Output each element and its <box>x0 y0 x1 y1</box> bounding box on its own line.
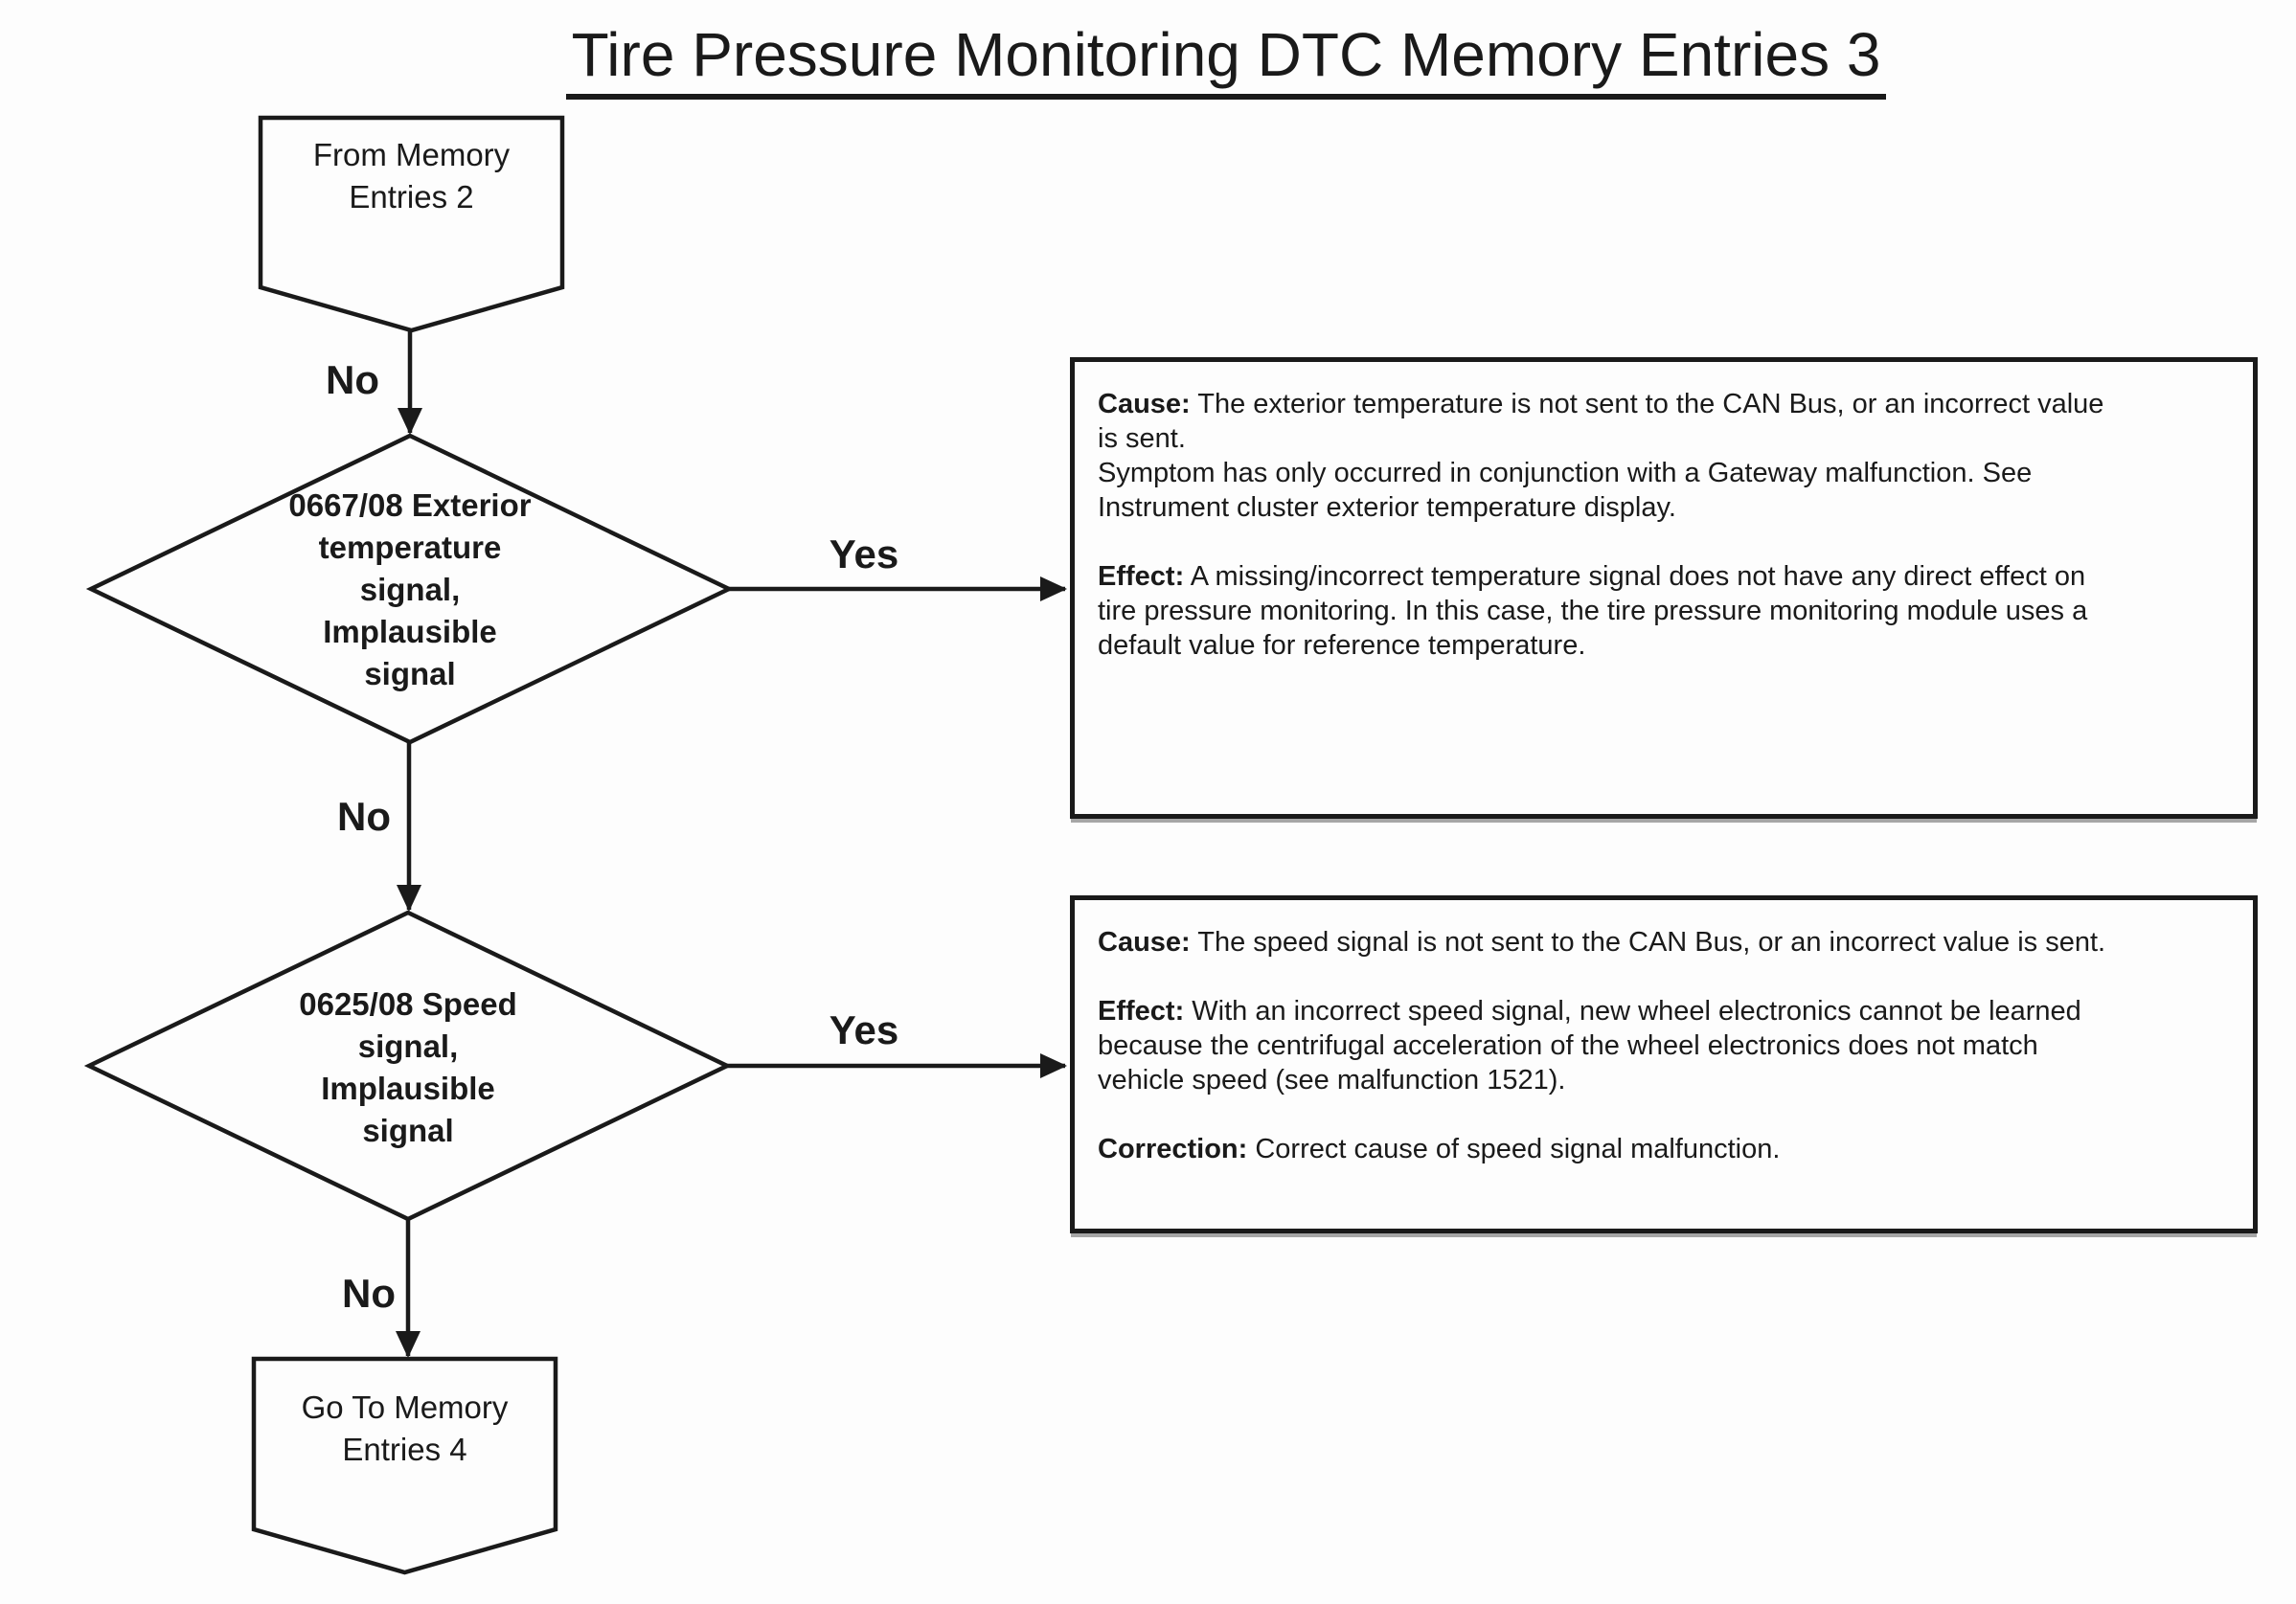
decision1-diamond-shape <box>85 433 735 745</box>
decision2-label: 0625/08 Speed signal, Implausible signal <box>299 986 517 1148</box>
diagram-title: Tire Pressure Monitoring DTC Memory Entr… <box>565 19 1887 100</box>
end-node-label: Go To Memory Entries 4 <box>301 1389 509 1467</box>
decision2-diamond-shape <box>83 910 733 1222</box>
effect-text: With an incorrect speed signal, new whee… <box>1098 996 2081 1096</box>
title-container: Tire Pressure Monitoring DTC Memory Entr… <box>402 19 2050 100</box>
cause-text: The exterior temperature is not sent to … <box>1098 389 2104 523</box>
cause-label: Cause: <box>1098 927 1191 958</box>
correction-label: Correction: <box>1098 1134 1248 1164</box>
start-node-shape <box>258 115 565 333</box>
cause-text: The speed signal is not sent to the CAN … <box>1190 927 2106 958</box>
edge-label-no-1: No <box>326 357 379 402</box>
effect-text: A missing/incorrect temperature signal d… <box>1098 561 2088 661</box>
infobox2-effect-paragraph: Effect: With an incorrect speed signal, … <box>1098 994 2230 1097</box>
correction-text: Correct cause of speed signal malfunctio… <box>1247 1134 1781 1164</box>
edge-label-yes-2: Yes <box>829 1007 899 1052</box>
infobox1-effect-paragraph: Effect: A missing/incorrect temperature … <box>1098 559 2230 663</box>
edge-label-no-2: No <box>337 794 391 839</box>
infobox2-cause-paragraph: Cause: The speed signal is not sent to t… <box>1098 925 2230 960</box>
effect-label: Effect: <box>1098 561 1185 592</box>
infobox2-correction-paragraph: Correction: Correct cause of speed signa… <box>1098 1132 2230 1166</box>
start-node-label: From Memory Entries 2 <box>312 137 511 215</box>
info-box-speed-signal: Cause: The speed signal is not sent to t… <box>1070 895 2258 1233</box>
edge-label-no-3: No <box>342 1271 396 1316</box>
infobox1-cause-paragraph: Cause: The exterior temperature is not s… <box>1098 387 2230 525</box>
effect-label: Effect: <box>1098 996 1185 1027</box>
decision1-label: 0667/08 Exterior temperature signal, Imp… <box>288 487 532 691</box>
edge-label-yes-1: Yes <box>829 531 899 576</box>
end-node-shape <box>251 1356 558 1575</box>
info-box-exterior-temperature: Cause: The exterior temperature is not s… <box>1070 357 2258 819</box>
cause-label: Cause: <box>1098 389 1191 419</box>
